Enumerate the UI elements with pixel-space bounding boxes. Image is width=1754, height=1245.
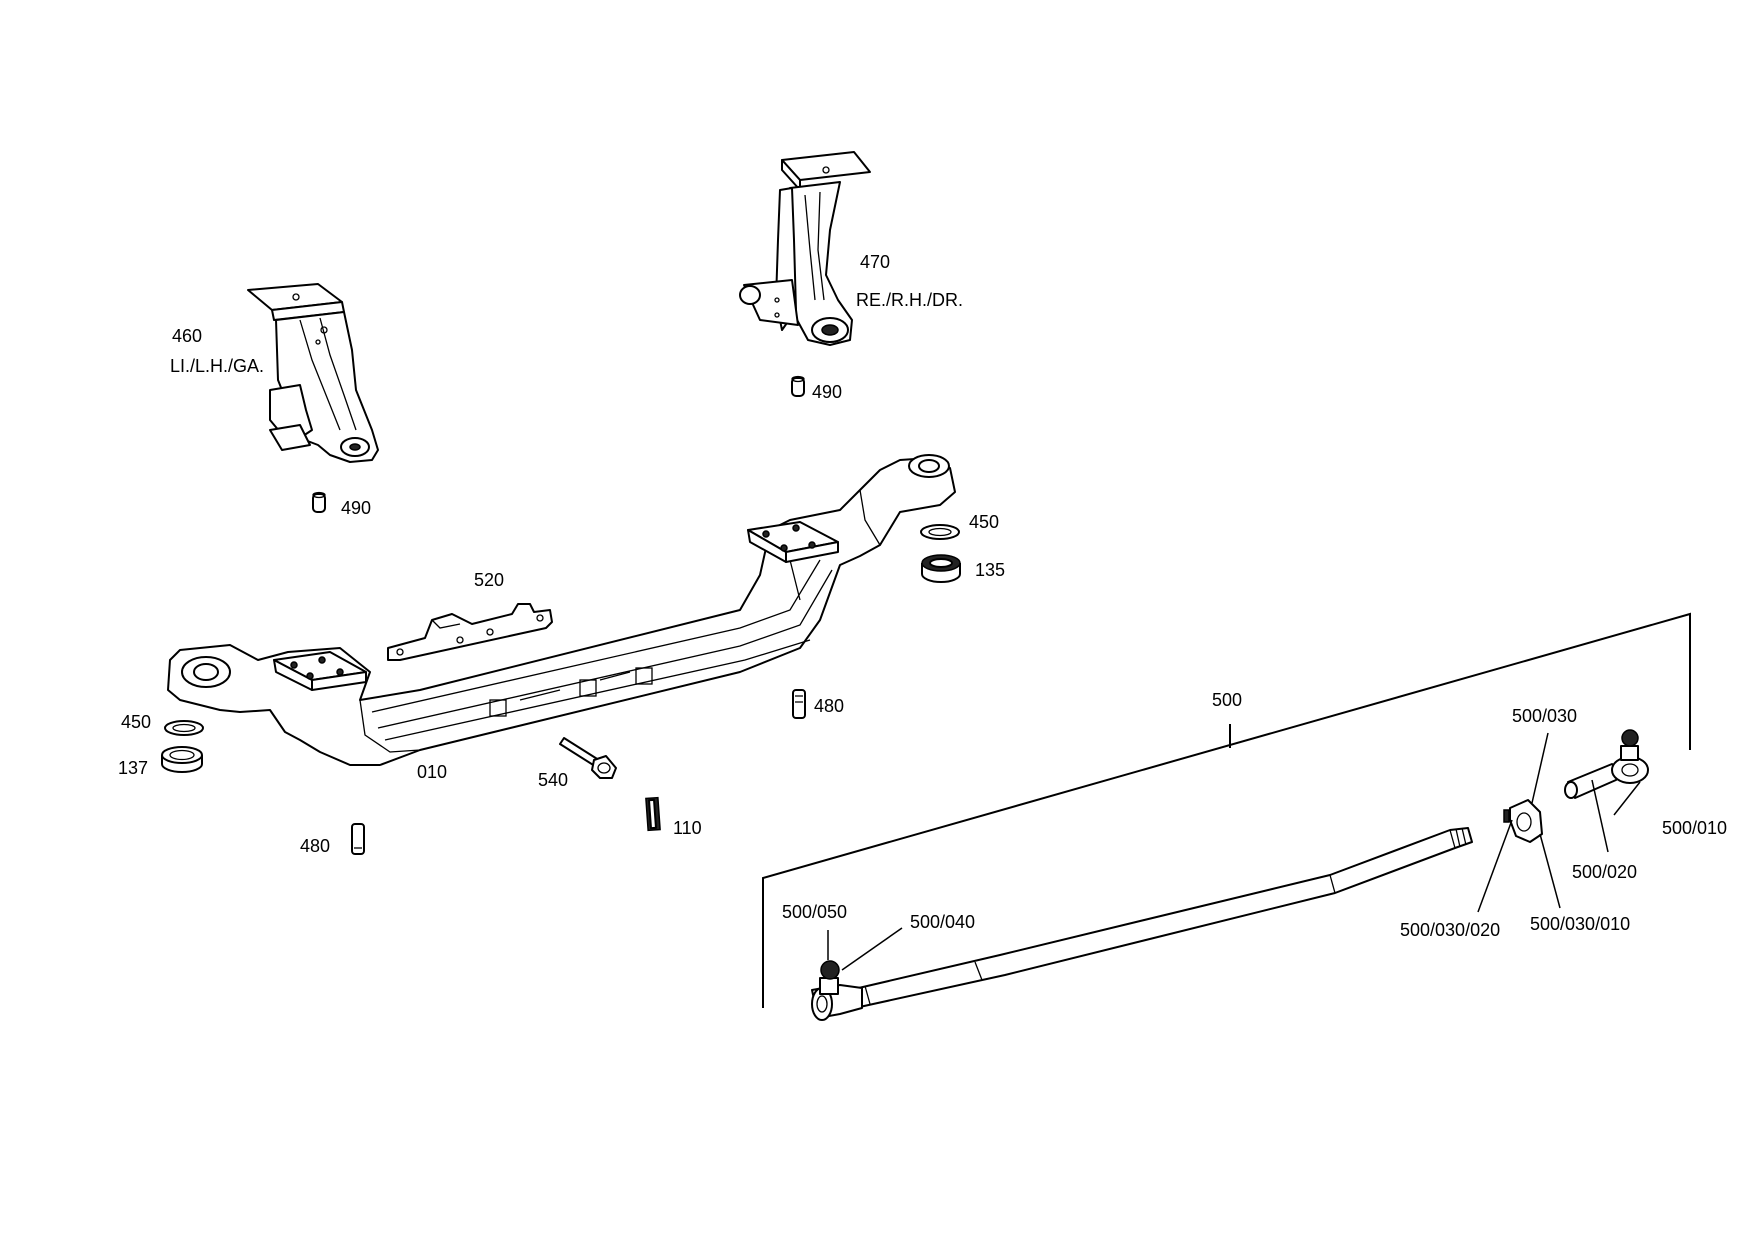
- callout-460-side: LI./L.H./GA.: [170, 356, 264, 376]
- callout-110: 110: [673, 818, 702, 838]
- bracket-470-right: [739, 151, 871, 346]
- callout-500-030: 500/030: [1512, 706, 1577, 726]
- bolt-540: [559, 737, 617, 779]
- callout-490-left: 490: [341, 498, 371, 518]
- callout-470: 470: [860, 252, 890, 272]
- clamp-500-030: [1503, 799, 1543, 843]
- bolt-480-mid: [792, 689, 806, 719]
- bearing-135: [921, 554, 961, 583]
- callout-520: 520: [474, 570, 504, 590]
- callout-500-010: 500/010: [1662, 818, 1727, 838]
- callout-137: 137: [118, 758, 148, 778]
- pin-490-left: [312, 491, 326, 513]
- callout-500-030-010: 500/030/010: [1530, 914, 1630, 934]
- axle-beam-010: [167, 454, 956, 766]
- callout-480-mid: 480: [814, 696, 844, 716]
- callout-500: 500: [1212, 690, 1242, 710]
- bracket-460-left: [247, 283, 379, 463]
- callout-500-040: 500/040: [910, 912, 975, 932]
- callout-490-right: 490: [812, 382, 842, 402]
- callout-540: 540: [538, 770, 568, 790]
- bearing-137: [161, 746, 203, 773]
- callout-450-right: 450: [969, 512, 999, 532]
- washer-450-left: [164, 720, 204, 736]
- pin-490-right: [791, 375, 805, 397]
- tie-rod-group-frame: [762, 612, 1691, 1008]
- ball-joint-500-050: [811, 960, 863, 1021]
- washer-450-right: [920, 524, 960, 540]
- ball-joint-500-010: [1564, 729, 1649, 799]
- callout-labels: 460 LI./L.H./GA. 470 RE./R.H./DR. 490 49…: [118, 252, 1727, 940]
- callout-500-030-020: 500/030/020: [1400, 920, 1500, 940]
- callout-470-side: RE./R.H./DR.: [856, 290, 963, 310]
- callout-135: 135: [975, 560, 1005, 580]
- callout-500-050: 500/050: [782, 902, 847, 922]
- bolt-480-bottom: [351, 823, 365, 855]
- callout-450-left: 450: [121, 712, 151, 732]
- plate-520: [387, 603, 553, 661]
- key-110: [645, 796, 661, 832]
- leader-lines: [827, 732, 1641, 971]
- callout-500-020: 500/020: [1572, 862, 1637, 882]
- callout-480-bottom: 480: [300, 836, 330, 856]
- tie-rod-tube: [849, 827, 1473, 1009]
- callout-460: 460: [172, 326, 202, 346]
- callout-010: 010: [417, 762, 447, 782]
